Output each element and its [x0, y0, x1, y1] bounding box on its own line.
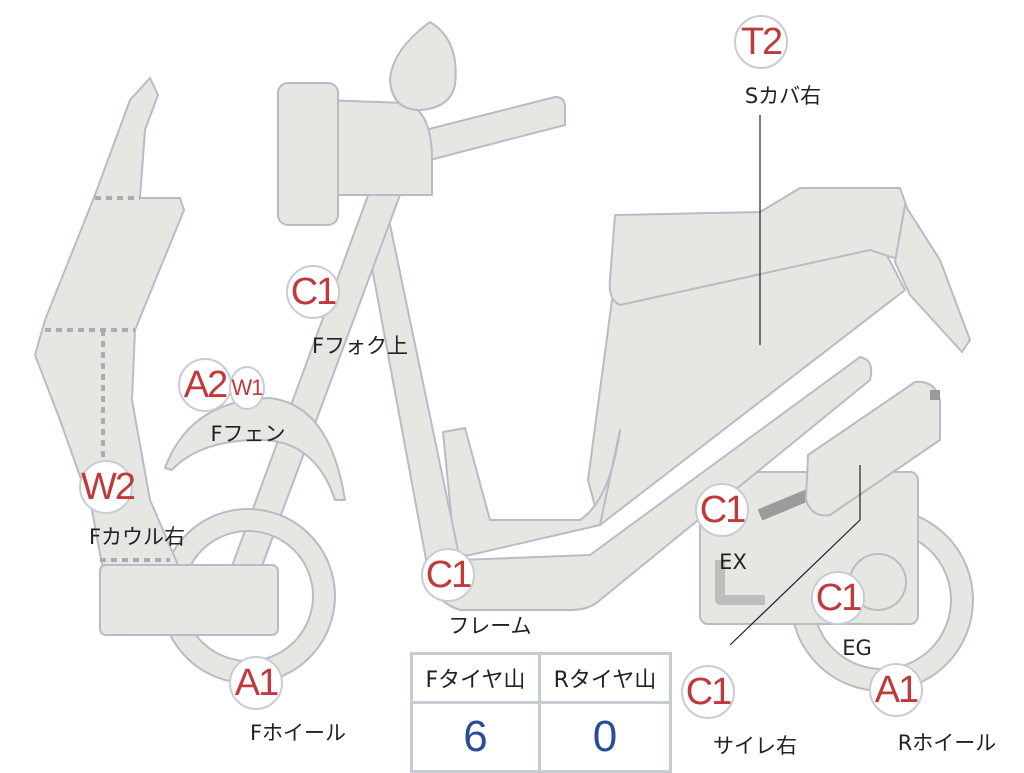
headlight: [277, 82, 339, 226]
front-lower-cowl: [99, 564, 279, 636]
damage-marker: C1: [286, 265, 340, 319]
leader-line-muffler: [729, 465, 861, 646]
rear-tyre-header: Rタイヤ山: [537, 652, 673, 704]
part-label: Fフォク上: [311, 334, 409, 358]
rear-tyre-value: 0: [537, 701, 673, 773]
damage-marker-secondary: W1: [229, 366, 265, 410]
part-label: フレーム: [448, 614, 532, 638]
part-label: Fフェン: [210, 422, 286, 446]
damage-marker: C1: [695, 483, 749, 537]
muffler: [805, 380, 941, 517]
front-fender: [164, 397, 346, 501]
tail: [894, 204, 971, 353]
seat: [608, 187, 916, 306]
damage-marker: T2: [734, 15, 788, 69]
damage-marker: A2: [178, 358, 232, 412]
part-label: EX: [719, 550, 747, 574]
damage-marker: C1: [681, 665, 735, 719]
front-tyre-header: Fタイヤ山: [410, 652, 541, 704]
mirror: [389, 21, 457, 111]
part-label: EG: [842, 636, 872, 660]
part-label: サイレ右: [713, 734, 797, 758]
handlebar: [424, 96, 566, 161]
damage-marker: C1: [421, 548, 475, 602]
damage-marker: C1: [811, 571, 865, 625]
floor: [442, 427, 621, 556]
front-tyre-value: 6: [410, 701, 541, 773]
front-cowl: [34, 77, 185, 566]
damage-marker: W2: [79, 460, 136, 514]
part-label: Fカウル右: [88, 525, 186, 549]
part-label: Rホイール: [897, 731, 997, 755]
damage-marker: A1: [869, 663, 923, 717]
damage-marker: A1: [229, 656, 283, 710]
part-label: Fホイール: [249, 721, 347, 745]
part-label: Sカバ右: [744, 84, 822, 108]
tyre-tread-table: Fタイヤ山 Rタイヤ山 6 0: [410, 652, 673, 773]
